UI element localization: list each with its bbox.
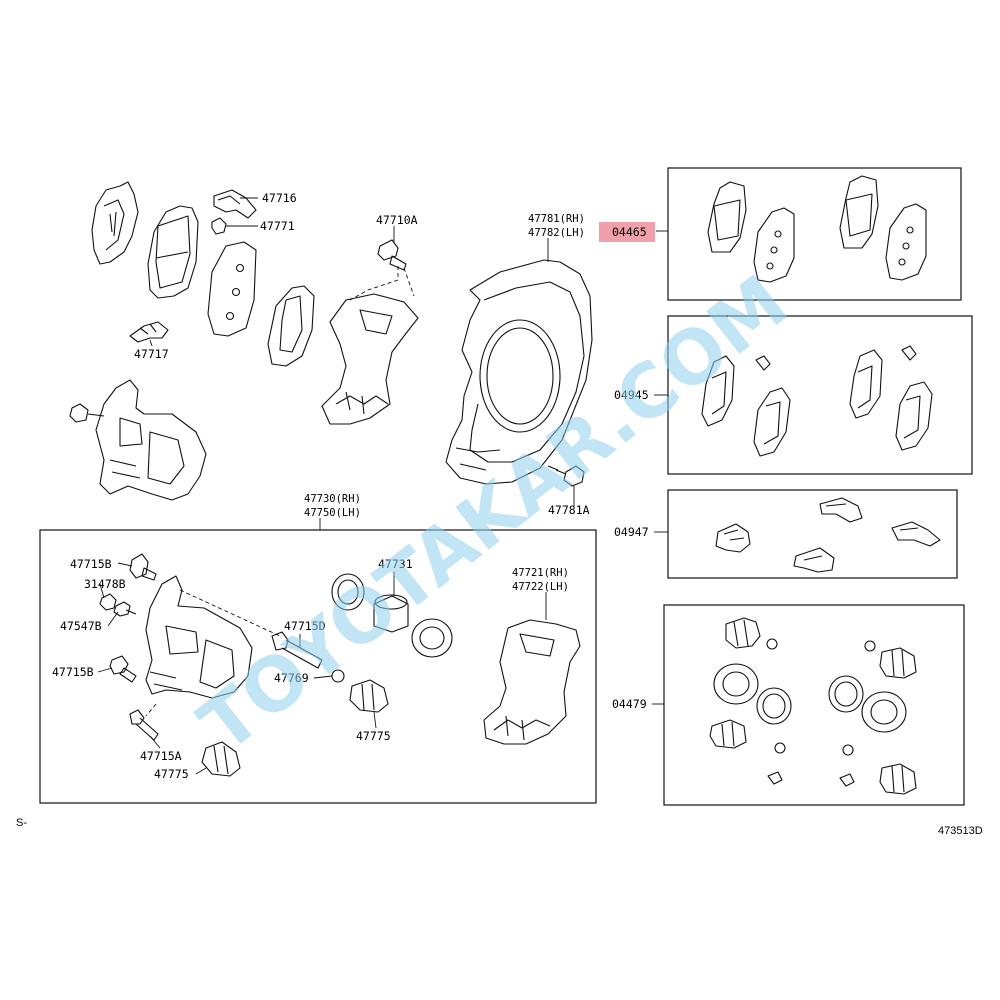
- watermark-text: TOYOTAKAR.COM: [184, 259, 803, 769]
- caliper-sketch-top: [95, 379, 207, 501]
- label-47782-lh: 47782(LH): [528, 227, 585, 239]
- kit-box-04465: [667, 167, 962, 301]
- pad-support-plate-lower: [129, 321, 169, 343]
- piston: [373, 594, 409, 633]
- cylinder-boot: [411, 618, 453, 658]
- pad-wear-indicator: [211, 217, 227, 235]
- diagram-code: 473513D: [938, 825, 983, 837]
- brake-pad-inner: [207, 241, 257, 337]
- label-47775-1: 47775: [154, 767, 189, 781]
- bleeder-plug: [129, 553, 157, 581]
- kit-box-04479: [663, 604, 965, 806]
- bleeder-screw: [113, 601, 137, 617]
- label-47775-2: 47775: [356, 729, 391, 743]
- label-04947: 04947: [614, 525, 649, 539]
- label-47750-lh: 47750(LH): [304, 507, 361, 519]
- highlight-04465: [599, 222, 655, 242]
- label-47731: 47731: [378, 557, 413, 571]
- label-47769: 47769: [274, 671, 309, 685]
- bleeder-cap: [69, 403, 89, 423]
- piston-seal: [331, 573, 365, 611]
- label-47716: 47716: [262, 191, 297, 205]
- kit-04947-clips: [715, 497, 941, 573]
- label-47547B: 47547B: [60, 619, 102, 633]
- label-04479: 04479: [612, 697, 647, 711]
- bleeder-cap-small: [99, 593, 117, 611]
- boot-center: [349, 679, 389, 713]
- boot-left-top: [725, 617, 761, 649]
- label-47717: 47717: [134, 347, 169, 361]
- disc-brake-cylinder-mounting: [321, 293, 419, 425]
- label-47722-lh: 47722(LH): [512, 581, 569, 593]
- brake-pad-outer: [147, 205, 199, 299]
- kit-04465-pads: [707, 175, 927, 283]
- label-04945: 04945: [614, 388, 649, 402]
- caliper-assembly-box: [39, 529, 597, 804]
- kit-04479-seals: [709, 617, 917, 795]
- pin-slide-d: [271, 631, 323, 669]
- corner-code-left: S-: [16, 817, 27, 829]
- torque-plate-bolt: [377, 239, 407, 271]
- boot-bottom-left: [201, 741, 241, 777]
- label-47715B-1: 47715B: [70, 557, 112, 571]
- kit-box-04947: [667, 489, 958, 579]
- label-47721-rh: 47721(RH): [512, 567, 569, 579]
- label-47710A: 47710A: [376, 213, 418, 227]
- caliper-body: [145, 575, 253, 699]
- dust-cover-bolt: [547, 465, 585, 487]
- label-47781-rh: 47781(RH): [528, 213, 585, 225]
- pin-bolt-b: [109, 655, 137, 683]
- anti-squeal-shim-outer: [91, 181, 139, 265]
- disc-brake-dust-cover: [445, 259, 593, 485]
- label-47730-rh: 47730(RH): [304, 493, 361, 505]
- label-47715D: 47715D: [284, 619, 326, 633]
- pin-bolt-a: [129, 709, 159, 741]
- label-31478B: 31478B: [84, 577, 126, 591]
- label-04465: 04465: [612, 225, 647, 239]
- label-47771: 47771: [260, 219, 295, 233]
- anti-squeal-shim-inner: [267, 285, 315, 367]
- pad-support-plate-upper: [213, 189, 257, 219]
- label-47715A: 47715A: [140, 749, 182, 763]
- label-47781A: 47781A: [548, 503, 590, 517]
- label-47715B-2: 47715B: [52, 665, 94, 679]
- kit-04945-shims: [701, 345, 933, 457]
- caliper-mounting-bracket: [483, 619, 581, 745]
